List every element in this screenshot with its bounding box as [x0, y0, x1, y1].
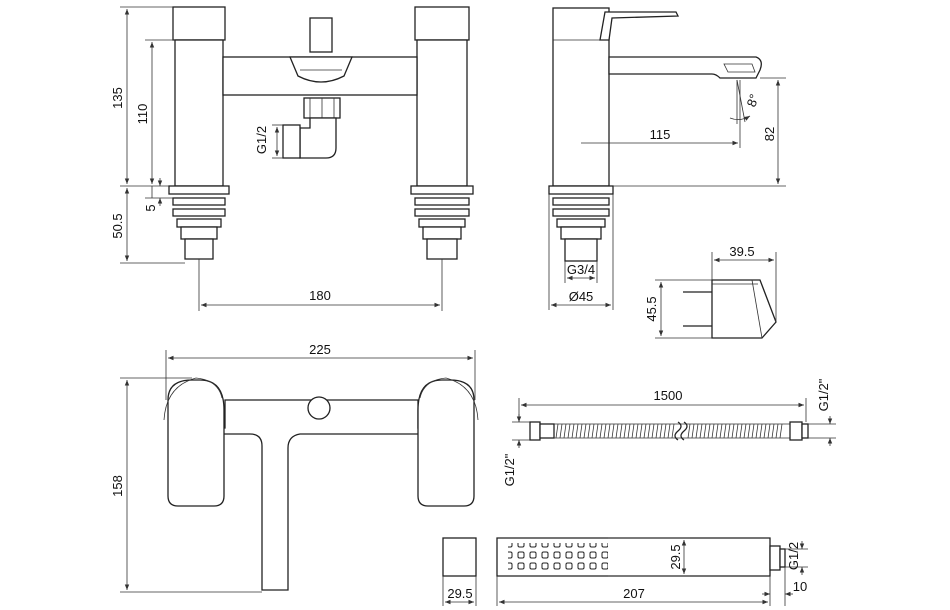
- dim-front-gap: 5: [143, 204, 158, 211]
- side-body: [552, 7, 610, 187]
- dim-holder-height: 45.5: [644, 296, 659, 321]
- left-base-rings: [168, 185, 230, 260]
- dim-hose-thread-left: G1/2": [502, 453, 517, 486]
- top-diverter: [307, 396, 331, 420]
- dim-hose-length: 1500: [654, 388, 683, 403]
- hose-view: 1500 G1/2" G1/2": [502, 378, 836, 486]
- right-pillar: [416, 39, 468, 187]
- dim-handset-length: 207: [623, 586, 645, 601]
- hose-coil-lines: [555, 423, 783, 439]
- dim-side-reach: 115: [650, 127, 671, 142]
- dim-side-height: 82: [762, 127, 777, 141]
- top-left-handle: [167, 379, 225, 507]
- handset-spray-face: [508, 543, 608, 573]
- outlet-elbow: [299, 117, 337, 159]
- dim-side-diameter: Ø45: [569, 289, 594, 304]
- dim-handset-thread: G1/2: [786, 542, 801, 570]
- dim-front-width: 180: [309, 288, 331, 303]
- side-spout: [608, 56, 762, 79]
- handset-end-view: [442, 537, 477, 577]
- right-base-rings: [410, 185, 474, 260]
- side-view: 115 82 8° G3/4 Ø45: [548, 7, 786, 310]
- dim-side-thread: G3/4: [567, 262, 595, 277]
- left-pillar: [174, 39, 224, 187]
- hose-holder-view: 39.5 45.5: [644, 244, 777, 339]
- holder-body: [711, 279, 777, 339]
- dim-top-depth: 158: [110, 475, 125, 497]
- dim-hose-thread-right: G1/2": [816, 378, 831, 411]
- dim-front-outlet-thread: G1/2: [254, 126, 269, 154]
- handset-view: 29.5 29.5 G1/2 10 207: [442, 537, 808, 606]
- dim-handset-tail: 10: [793, 579, 807, 594]
- side-lever: [599, 11, 680, 41]
- right-handle: [414, 6, 470, 41]
- dim-top-width: 225: [309, 342, 331, 357]
- top-right-handle: [417, 379, 475, 507]
- outlet-aerator: [289, 56, 353, 83]
- dim-handset-head-width: 29.5: [668, 544, 683, 569]
- left-handle: [172, 6, 226, 41]
- dim-front-height-total: 135: [110, 87, 125, 109]
- diverter-knob: [309, 17, 333, 53]
- dim-handset-end-width: 29.5: [447, 586, 472, 601]
- dim-front-height-body: 110: [135, 104, 150, 125]
- top-view: 225 158: [110, 342, 479, 593]
- dim-side-angle: 8°: [744, 92, 762, 109]
- top-body: [221, 399, 433, 591]
- dim-front-base: 50.5: [110, 213, 125, 238]
- dim-holder-width: 39.5: [729, 244, 754, 259]
- front-view: 135 110 5 50.5 180 G1/2: [110, 6, 474, 311]
- side-base-rings: [548, 185, 614, 262]
